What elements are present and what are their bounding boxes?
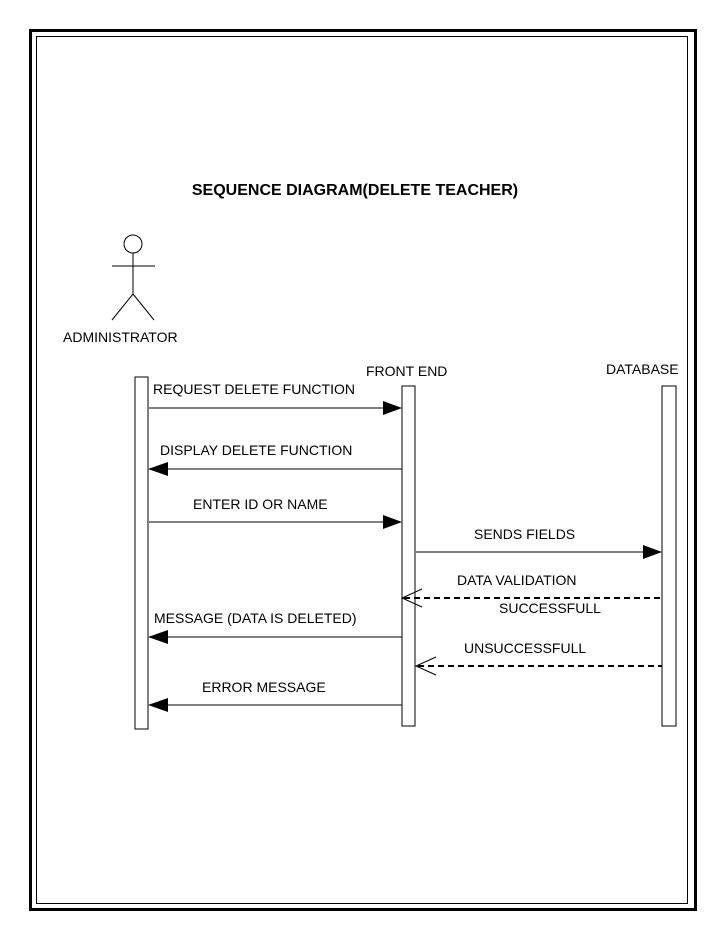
message-arrow-sends-fields [416, 545, 662, 559]
message-arrow-display-delete [148, 462, 402, 476]
message-label: ERROR MESSAGE [202, 679, 326, 695]
administrator-activation-bar [134, 376, 149, 730]
actor-label-administrator: ADMINISTRATOR [63, 329, 178, 345]
actor-stick-figure-icon [111, 234, 155, 321]
message-label: UNSUCCESSFULL [464, 640, 587, 656]
message-label: ENTER ID OR NAME [193, 496, 328, 512]
message-arrow-unsuccessfull [414, 656, 662, 676]
front-end-activation-bar [401, 385, 416, 727]
message-label: REQUEST DELETE FUNCTION [153, 381, 355, 397]
message-label: DATA VALIDATION [457, 572, 577, 588]
actor-label-database: DATABASE [606, 361, 679, 377]
message-arrow-enter-id [149, 515, 402, 529]
message-arrow-error [148, 698, 402, 712]
message-label-secondary: SUCCESSFULL [499, 600, 601, 616]
diagram-title: SEQUENCE DIAGRAM(DELETE TEACHER) [191, 182, 519, 199]
message-label: SENDS FIELDS [474, 526, 576, 542]
database-activation-bar [661, 385, 677, 727]
page-border-inner [36, 36, 688, 904]
message-arrow-validation-successfull [400, 588, 662, 608]
actor-label-front-end: FRONT END [366, 363, 448, 379]
message-arrow-request-delete [149, 401, 402, 415]
message-label: MESSAGE (DATA IS DELETED) [154, 610, 357, 626]
message-label: DISPLAY DELETE FUNCTION [160, 442, 353, 458]
message-arrow-data-deleted [148, 630, 402, 644]
page-border-outer [29, 29, 697, 911]
